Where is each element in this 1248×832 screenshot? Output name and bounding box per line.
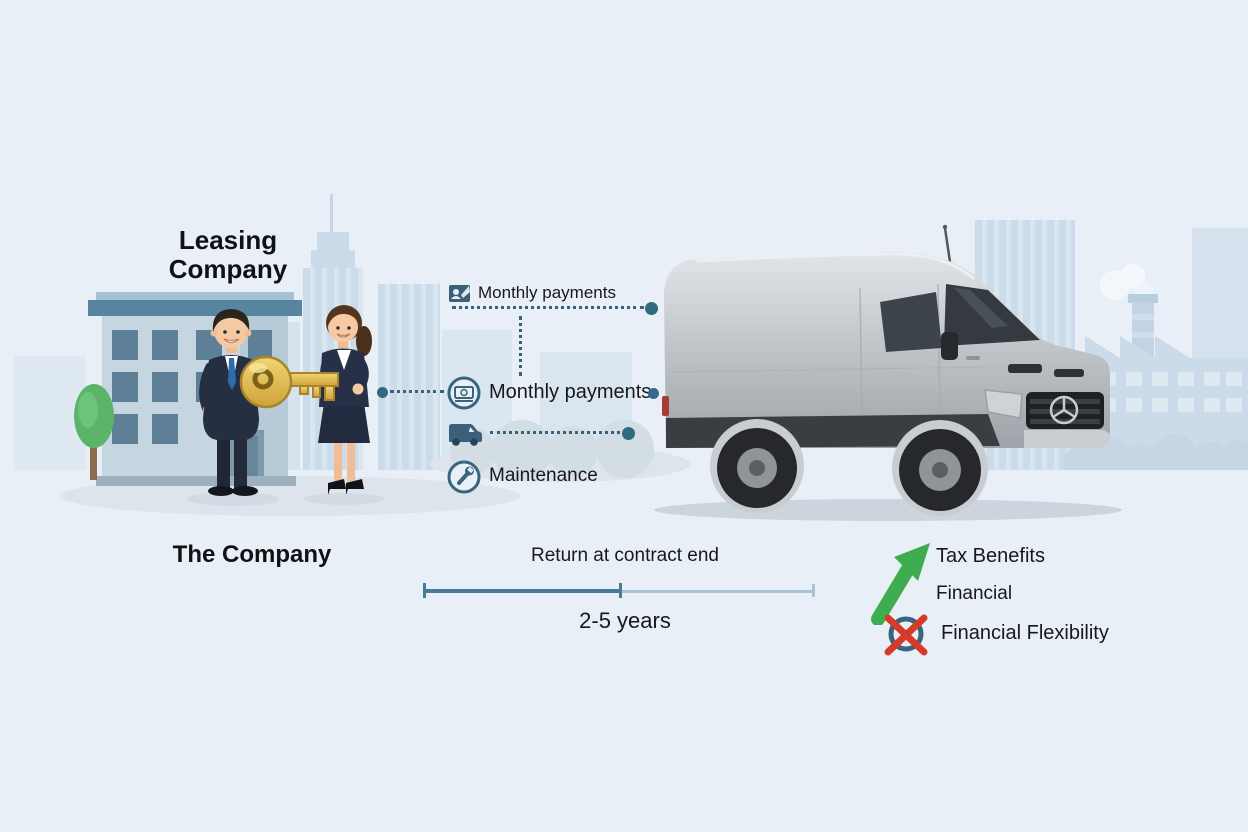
timeline-segment-dark (425, 589, 621, 593)
connector-endpoint (377, 387, 388, 398)
mercedes-star-icon (1049, 395, 1079, 425)
bush (548, 426, 598, 476)
contract-icon (449, 285, 470, 302)
van-icon (449, 424, 482, 446)
maintenance-label: Maintenance (489, 465, 598, 486)
leasing-company-line2: Company (168, 254, 288, 284)
monthly-payments-top-label: Monthly payments (478, 283, 616, 302)
timeline-title: Return at contract end (531, 545, 719, 566)
skyline-building (14, 356, 86, 470)
connector-line-top (452, 306, 644, 309)
skyline-antenna (330, 194, 333, 234)
connector-line-vertical (519, 316, 522, 376)
timeline-duration-label: 2-5 years (579, 608, 671, 633)
monthly-payments-mid-label: Monthly payments (489, 381, 652, 403)
skyline-building (378, 284, 440, 470)
golden-key-icon (239, 355, 339, 409)
skyline-factory (1064, 264, 1248, 470)
growth-arrow-icon (871, 543, 930, 625)
connector-line-bottom (490, 431, 620, 434)
the-company-label: The Company (172, 541, 332, 568)
skyline-tower-top (317, 232, 349, 250)
wrench-icon (447, 460, 481, 494)
delivery-van (654, 224, 1122, 521)
financial-label: Financial (936, 583, 1013, 604)
connector-line-mid (390, 390, 444, 393)
money-icon (447, 376, 481, 410)
timeline-segment-light (622, 590, 814, 593)
connector-endpoint (648, 388, 659, 399)
financial-flexibility-label: Financial Flexibility (941, 622, 1109, 644)
connector-endpoint (645, 302, 658, 315)
crossed-circle-icon (884, 614, 928, 656)
tax-benefits-label: Tax Benefits (936, 545, 1045, 567)
bush (492, 420, 552, 480)
connector-endpoint (622, 427, 635, 440)
timeline-tick-mid (619, 583, 622, 598)
skyline-tower-mid (311, 250, 355, 268)
timeline-tick-end (812, 584, 815, 597)
leasing-company-label: Leasing Company (118, 226, 338, 284)
timeline-tick-start (423, 583, 426, 598)
leasing-company-line1: Leasing (178, 225, 278, 255)
